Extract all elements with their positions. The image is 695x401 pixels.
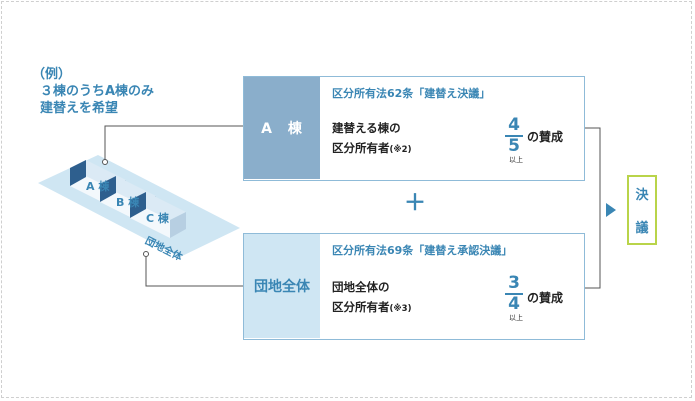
row-b-desc-line-1: 団地全体の	[332, 280, 390, 294]
building-c-label: C 棟	[146, 212, 169, 225]
decision-char-1: 決	[635, 188, 649, 203]
row-a-label: A 棟	[244, 77, 320, 179]
row-a-description: 建替える棟の 区分所有者(※2)	[332, 118, 411, 160]
row-a-ijo: 以上	[509, 156, 523, 164]
row-b-pie-label: 賛成	[452, 301, 468, 310]
plus-sign: ＋	[404, 191, 427, 216]
row-a-fraction-numerator: 4	[508, 115, 520, 135]
building-b-label: B 棟	[116, 196, 140, 209]
example-line-1: （例）	[32, 67, 72, 82]
building-a-label: A 棟	[86, 180, 110, 193]
row-a-note: (※2)	[389, 145, 412, 155]
row-b-note: (※3)	[389, 304, 412, 314]
row-b-fraction-denominator: 4	[508, 294, 520, 314]
row-b-description: 団地全体の 区分所有者(※3)	[332, 277, 411, 319]
row-b-ijo: 以上	[509, 314, 523, 322]
row-b-label: 団地全体	[244, 234, 320, 338]
decision-box: 決 議	[627, 175, 657, 245]
row-a-fraction: 4 5	[503, 117, 525, 155]
decision-char-2: 議	[635, 221, 649, 236]
row-a-desc-line-1: 建替える棟の	[332, 121, 401, 135]
row-b-suffix: の賛成	[527, 291, 564, 305]
row-a-desc-line-2: 区分所有者	[332, 141, 390, 155]
row-a-title: 区分所有法62条「建替え決議」	[332, 87, 491, 100]
example-line-3: 建替えを希望	[40, 101, 119, 116]
row-b-fraction: 3 4	[503, 275, 525, 313]
row-a-fraction-denominator: 5	[508, 136, 520, 156]
building-c-block	[130, 192, 186, 238]
arrow-right-icon	[606, 203, 616, 217]
example-caption: （例） ３棟のうちA棟のみ 建替えを希望	[32, 66, 154, 117]
row-b-desc-line-2: 区分所有者	[332, 300, 390, 314]
row-b-title: 区分所有法69条「建替え承認決議」	[332, 244, 513, 257]
row-a-suffix: の賛成	[527, 130, 564, 144]
example-line-2: ３棟のうちA棟のみ	[40, 84, 155, 99]
row-a-pie-label: 賛成	[452, 141, 468, 150]
row-b-fraction-numerator: 3	[508, 273, 520, 293]
